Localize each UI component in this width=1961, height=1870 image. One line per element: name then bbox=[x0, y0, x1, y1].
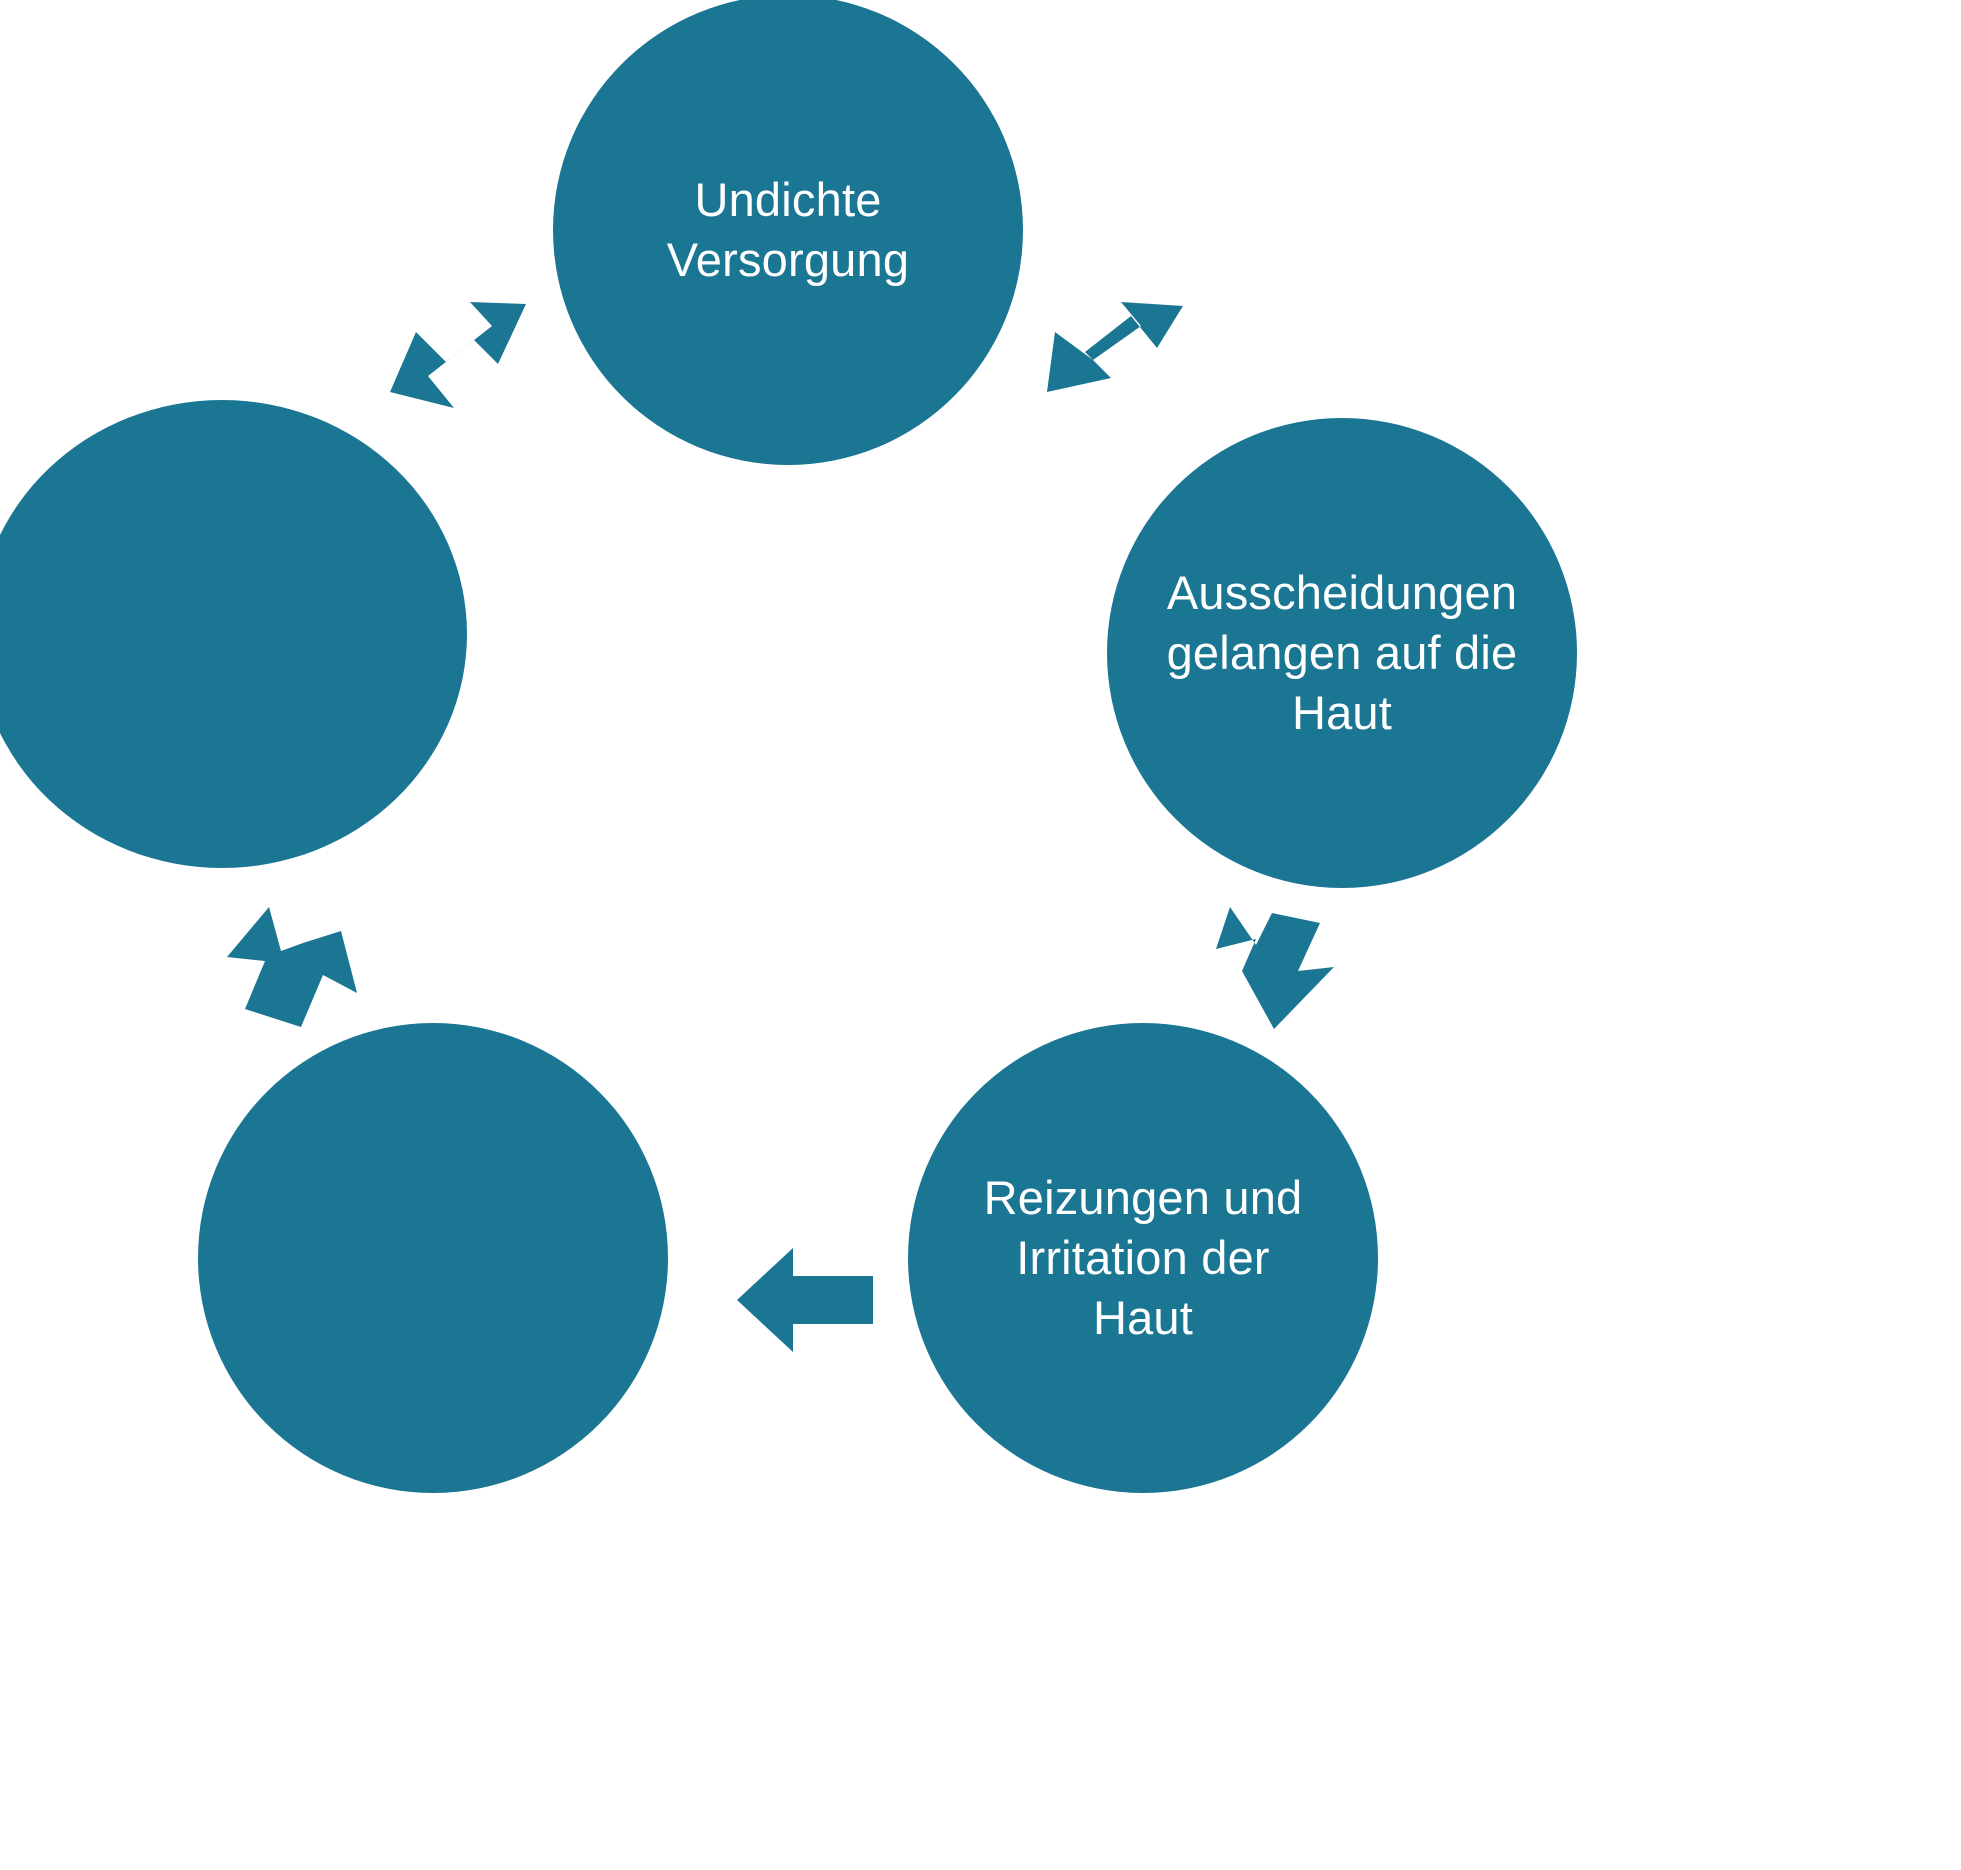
arrow-up-right-icon bbox=[388, 300, 528, 420]
arrow-up-left-icon bbox=[225, 905, 365, 1030]
cycle-node-bottom-right-label: Reizungen und Irritation der Haut bbox=[983, 1170, 1303, 1345]
arrow-down-right-icon bbox=[1045, 300, 1185, 420]
cycle-node-bottom-right[interactable]: Reizungen und Irritation der Haut bbox=[908, 1023, 1378, 1493]
cycle-node-right[interactable]: Ausscheidungen gelangen auf die Haut bbox=[1107, 418, 1577, 888]
cycle-node-left[interactable] bbox=[0, 400, 467, 868]
cycle-node-top-label: Undichte Versorgung bbox=[666, 172, 910, 286]
cycle-node-top[interactable]: Undichte Versorgung bbox=[553, 0, 1023, 465]
cycle-node-right-label: Ausscheidungen gelangen auf die Haut bbox=[1166, 565, 1518, 740]
arrow-down-icon bbox=[1212, 905, 1352, 1035]
cycle-node-bottom-left[interactable] bbox=[198, 1023, 668, 1493]
arrow-left-icon bbox=[735, 1240, 875, 1360]
